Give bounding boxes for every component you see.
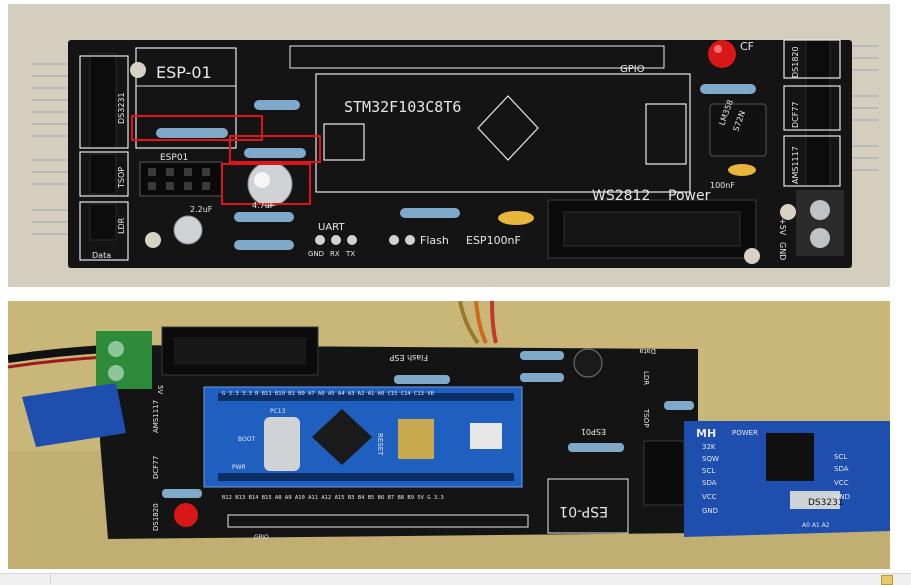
bottom-board-graphic: ESP-01 ESP01 DS3231 MH POWER 32K SQW SCL… bbox=[8, 301, 890, 569]
status-left-segment bbox=[8, 575, 51, 584]
ws2812-label: WS2812 bbox=[592, 188, 650, 204]
red-led bbox=[708, 40, 736, 68]
plus5v-label: +5V bbox=[778, 218, 787, 236]
pin-scl-right-label: SCL bbox=[834, 453, 847, 461]
gpio-label: GPIO bbox=[620, 64, 645, 75]
dcf77-bottom-label: DCF77 bbox=[152, 456, 160, 479]
pin-sda-right-label: SDA bbox=[834, 465, 849, 473]
electrolytic-cap-small bbox=[173, 215, 203, 245]
pin-32k-label: 32K bbox=[702, 443, 716, 451]
uart-rx-label: RX bbox=[330, 250, 340, 258]
tsop-bottom-label: TSOP bbox=[642, 408, 650, 427]
pin-sqw-label: SQW bbox=[702, 455, 719, 463]
mcu-label: STM32F103C8T6 bbox=[344, 98, 461, 116]
mh-label: MH bbox=[696, 427, 716, 440]
pc13-label: PC13 bbox=[270, 408, 286, 415]
power-label: Power bbox=[668, 188, 711, 204]
top-photo: LM358 S72N ESP-01 STM32F103C8T6 GPIO CF … bbox=[8, 4, 890, 287]
ds3231-label: DS3231 bbox=[117, 92, 126, 124]
esp01-title: ESP-01 bbox=[156, 63, 212, 82]
top-board-graphic: LM358 S72N ESP-01 STM32F103C8T6 GPIO CF … bbox=[8, 4, 890, 287]
light-sensor-module bbox=[22, 383, 126, 447]
highlight-box-2 bbox=[229, 135, 321, 163]
esp01-title-bottom: ESP-01 bbox=[559, 503, 608, 519]
ams1117-bottom-label: AMS1117 bbox=[152, 400, 160, 433]
flash-label: Flash bbox=[420, 234, 449, 247]
red-led-bottom bbox=[174, 503, 198, 527]
pin-gnd-left-label: GND bbox=[702, 507, 718, 515]
ceramic-cap bbox=[498, 211, 534, 225]
flash-esp-bottom-label: Flash ESP bbox=[389, 353, 428, 362]
uart-gnd-label: GND bbox=[308, 250, 324, 258]
boot-label: BOOT bbox=[238, 436, 255, 443]
bottom-photo: ESP-01 ESP01 DS3231 MH POWER 32K SQW SCL… bbox=[8, 301, 890, 569]
pin-scl-left-label: SCL bbox=[702, 467, 715, 475]
gnd-terminal-label: GND bbox=[778, 242, 787, 260]
pin-vcc-right-label: VCC bbox=[834, 479, 849, 487]
electrolytic-cap-large bbox=[247, 161, 293, 207]
esp01-small-label: ESP01 bbox=[160, 153, 188, 163]
pin-gnd-right-label: GND bbox=[834, 493, 850, 501]
data-bottom-label: Data bbox=[639, 347, 656, 355]
rtc-power-label: POWER bbox=[732, 429, 758, 437]
uart-tx-label: TX bbox=[345, 250, 355, 258]
highlight-box-1 bbox=[131, 115, 263, 141]
c100nf-label: 100nF bbox=[710, 181, 735, 190]
pin-sda-left-label: SDA bbox=[702, 479, 717, 487]
ds1820-bottom-label: DS1820 bbox=[152, 503, 160, 531]
bluepill-pin-row-bottom: B12 B13 B14 B15 A8 A9 A10 A11 A12 A15 B3… bbox=[222, 495, 444, 501]
ds3231-module-label: DS3231 bbox=[808, 498, 844, 508]
resistors bbox=[156, 84, 756, 250]
window-status-bar bbox=[0, 573, 911, 585]
ams1117-label: AMS1117 bbox=[791, 146, 800, 184]
pin-vcc-left-label: VCC bbox=[702, 493, 717, 501]
bluepill-pin-row-top: G 3.3 3.3 R B11 B10 B1 B0 A7 A6 A5 A4 A3… bbox=[222, 391, 435, 397]
opamp-chip bbox=[709, 103, 767, 157]
terminal-5v-label: 5V bbox=[156, 385, 164, 394]
data-label: Data bbox=[92, 251, 111, 260]
highlight-box-3 bbox=[221, 163, 311, 205]
cap-big-label: 4.7uF bbox=[252, 201, 275, 210]
cf-label: CF bbox=[740, 40, 754, 53]
uart-label: UART bbox=[318, 222, 345, 233]
screw-terminal-bottom bbox=[96, 331, 152, 389]
esp01-socket bbox=[139, 161, 223, 197]
esp01-small-bottom: ESP01 bbox=[581, 427, 606, 436]
pwr-label: PWR bbox=[232, 464, 246, 471]
ldr-label: LDR bbox=[117, 217, 126, 234]
gpio-holes bbox=[289, 45, 665, 69]
cap-small-label: 2.2uF bbox=[190, 205, 213, 214]
ldr-bottom-label: LDR bbox=[642, 371, 650, 385]
esp100nf-label: ESP100nF bbox=[466, 234, 521, 247]
tsop-label: TSOP bbox=[117, 167, 126, 189]
reset-label: RESET bbox=[376, 433, 384, 456]
address-pins-label: A0 A1 A2 bbox=[802, 522, 830, 529]
ds1820-label: DS1820 bbox=[791, 46, 800, 78]
gpio-bottom-label: GPIO bbox=[254, 534, 269, 541]
dcf77-label: DCF77 bbox=[791, 101, 800, 128]
